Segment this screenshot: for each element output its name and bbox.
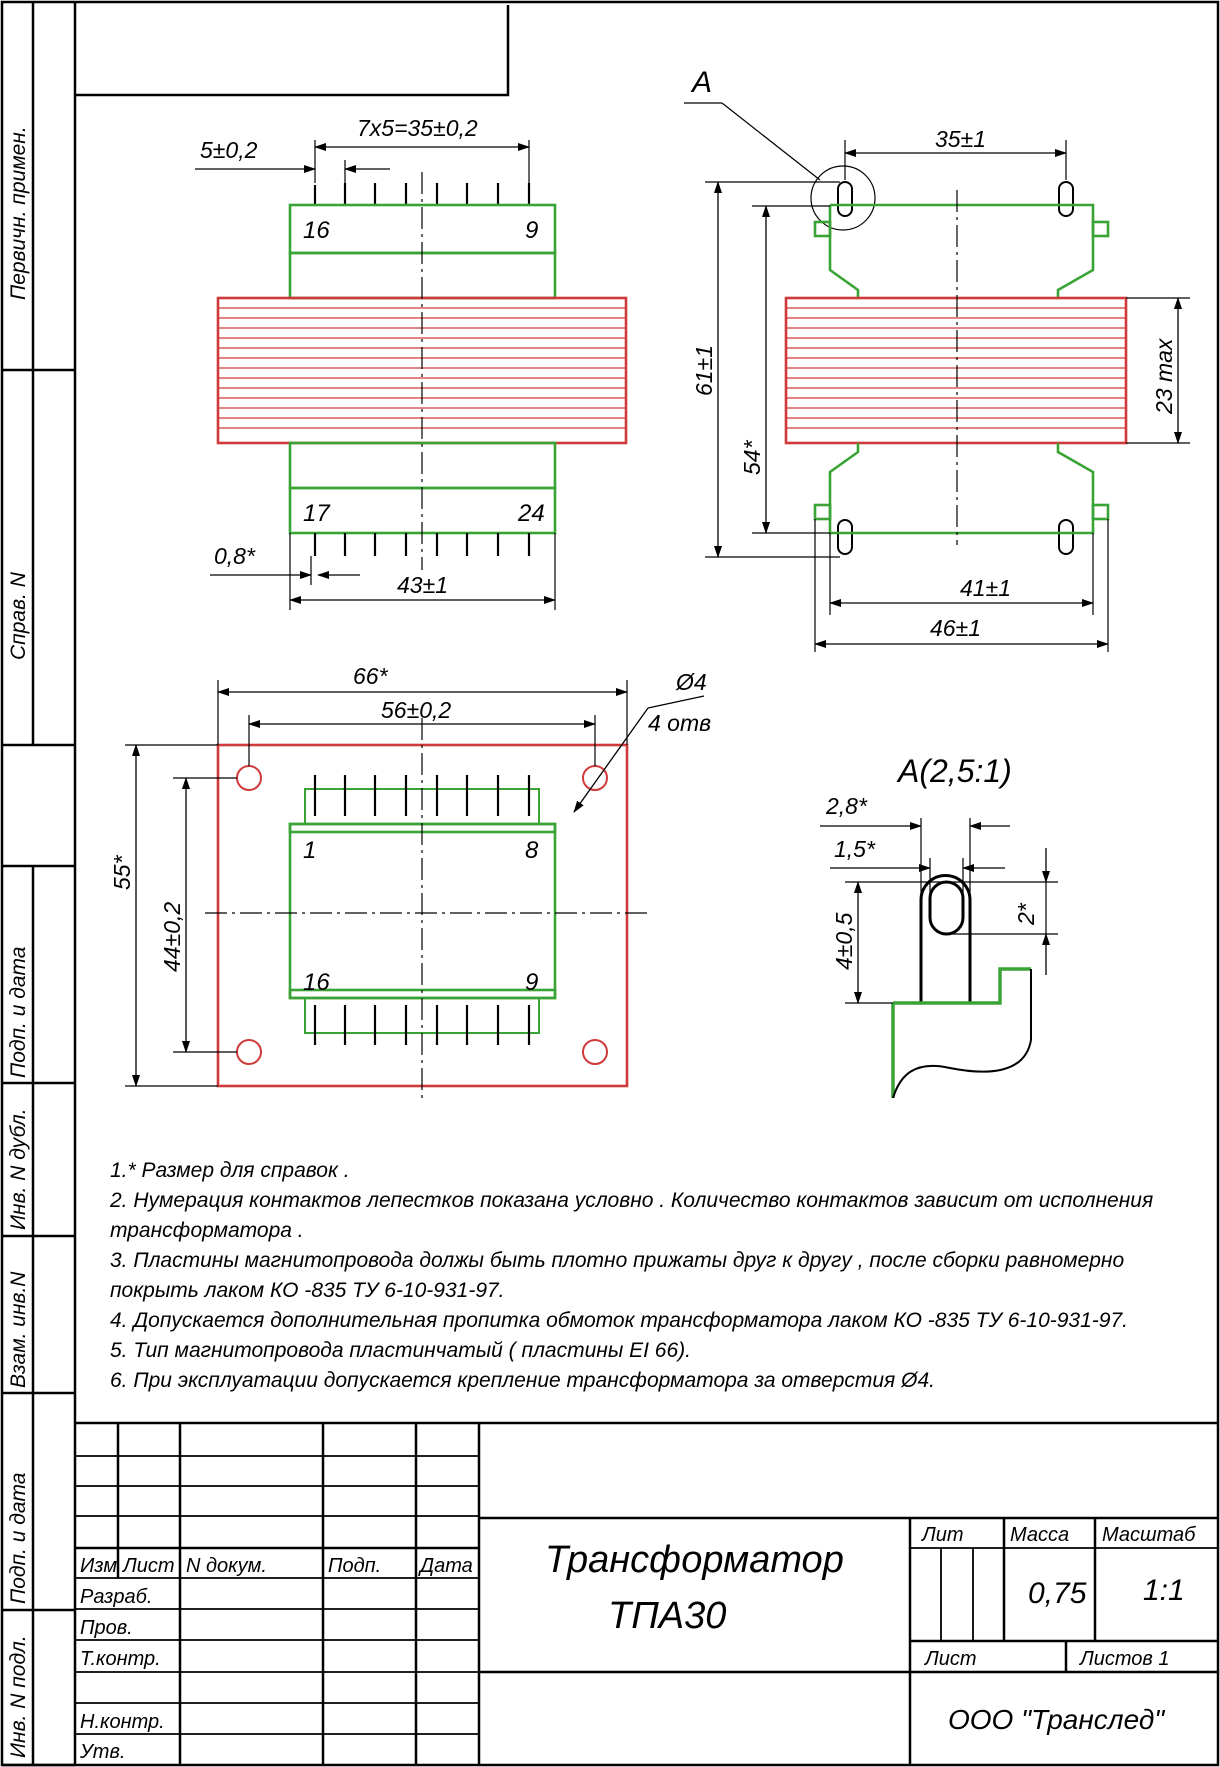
dim-hole-count: 4 отв (648, 710, 711, 736)
hdr-sign: Подп. (328, 1555, 381, 1577)
role-checked: Пров. (80, 1617, 133, 1639)
stamp-sign-date-2: Подп. и дата (7, 1473, 30, 1604)
hdr-izm: Изм (80, 1555, 117, 1577)
dim-width-66: 66* (353, 663, 389, 689)
detail-view: А(2,5:1) 2,8* 1,5* 4±0,5 2* (820, 753, 1058, 1099)
technical-notes: 1.* Размер для справок . 2. Нумерация ко… (109, 1159, 1153, 1392)
detail-mark-A: А (690, 66, 712, 99)
note-3-cont: покрыть лаком КО -835 ТУ 6-10-931-97. (110, 1279, 505, 1302)
stamp-sign-date-1: Подп. и дата (7, 947, 30, 1078)
side-stamps: Первичн. примен. Справ. N Подп. и дата И… (7, 126, 30, 1758)
top-pins-upper (313, 183, 531, 205)
pin-label-9-top: 9 (525, 217, 538, 244)
pin-label-8: 8 (525, 837, 539, 864)
dim-hole-dia: Ø4 (675, 669, 707, 695)
lit-label: Лит (920, 1524, 964, 1546)
pin-label-24: 24 (517, 500, 545, 527)
dim-pin-span: 7х5=35±0,2 (357, 115, 478, 141)
note-2: 2. Нумерация контактов лепестков показан… (109, 1189, 1153, 1212)
role-tech-control: Т.контр. (80, 1648, 161, 1670)
dim-holes-x: 56±0,2 (381, 697, 451, 723)
dim-height-54: 54* (739, 439, 765, 475)
dim-detail-height: 4±0,5 (831, 912, 857, 970)
pin-label-1: 1 (303, 837, 316, 864)
dim-pin-pitch: 5±0,2 (200, 137, 258, 163)
scale-value: 1:1 (1143, 1574, 1185, 1607)
sheets-label: Листов 1 (1078, 1648, 1170, 1670)
detail-title: А(2,5:1) (896, 753, 1012, 789)
pin-label-9-bottom: 9 (525, 969, 538, 996)
sheet-label: Лист (923, 1648, 977, 1670)
dim-core-thickness: 23 max (1151, 337, 1177, 415)
role-developer: Разраб. (80, 1586, 152, 1608)
bottom-view: 1 8 16 9 66* 56±0,2 Ø4 4 отв 55* 44±0,2 (109, 663, 711, 1100)
dim-holes-y: 44±0,2 (159, 902, 185, 972)
dim-detail-outer: 2,8* (825, 793, 868, 819)
note-4: 4. Допускается дополнительная пропитка о… (110, 1309, 1128, 1332)
note-3: 3. Пластины магнитопровода должы быть пл… (110, 1249, 1124, 1272)
stamp-duplicate-inv: Инв. N дубл. (7, 1108, 30, 1230)
side-core-laminations (786, 307, 1126, 429)
top-view: 7х5=35±0,2 5±0,2 16 9 (195, 115, 628, 610)
dim-pin-spacing: 35±1 (935, 126, 986, 152)
dim-width-46: 46±1 (930, 615, 981, 641)
pin-label-16-bottom: 16 (303, 969, 330, 996)
dim-height-55: 55* (109, 854, 135, 890)
dim-pin-width: 0,8* (214, 543, 256, 569)
role-approved: Утв. (79, 1741, 125, 1763)
hdr-list: Лист (121, 1555, 175, 1577)
title-line-2: ТПА30 (608, 1595, 726, 1637)
stamp-original-inv: Инв. N подл. (7, 1635, 30, 1758)
dim-detail-inner: 1,5* (834, 836, 876, 862)
pin-label-17: 17 (303, 500, 331, 527)
dim-width-43: 43±1 (397, 572, 448, 598)
title-block: Изм Лист N докум. Подп. Дата Разраб. Про… (75, 1421, 1218, 1765)
hdr-doc: N докум. (186, 1555, 267, 1577)
hdr-date: Дата (418, 1555, 473, 1577)
top-pins-lower (313, 533, 531, 556)
note-2-cont: трансформатора . (110, 1219, 304, 1242)
side-view: А 35±1 (684, 66, 1190, 652)
role-norm-control: Н.контр. (80, 1711, 165, 1733)
mass-value: 0,75 (1028, 1577, 1087, 1610)
dim-width-41: 41±1 (960, 575, 1011, 601)
note-5: 5. Тип магнитопровода пластинчатый ( пла… (110, 1339, 691, 1362)
company-name: ООО "Транслед" (948, 1704, 1165, 1735)
stamp-reference: Справ. N (7, 571, 30, 660)
dim-detail-slot: 2* (1013, 902, 1039, 926)
stamp-primary-use: Первичн. примен. (7, 126, 30, 300)
dim-height-61: 61±1 (691, 345, 717, 396)
title-line-1: Трансформатор (545, 1539, 844, 1581)
stamp-replacement-inv: Взам. инв.N (7, 1271, 30, 1388)
mass-label: Масса (1010, 1524, 1069, 1546)
scale-label: Масштаб (1102, 1524, 1196, 1546)
pin-label-16-top: 16 (303, 217, 330, 244)
note-1: 1.* Размер для справок . (110, 1159, 350, 1182)
note-6: 6. При эксплуатации допускается креплени… (110, 1369, 935, 1392)
